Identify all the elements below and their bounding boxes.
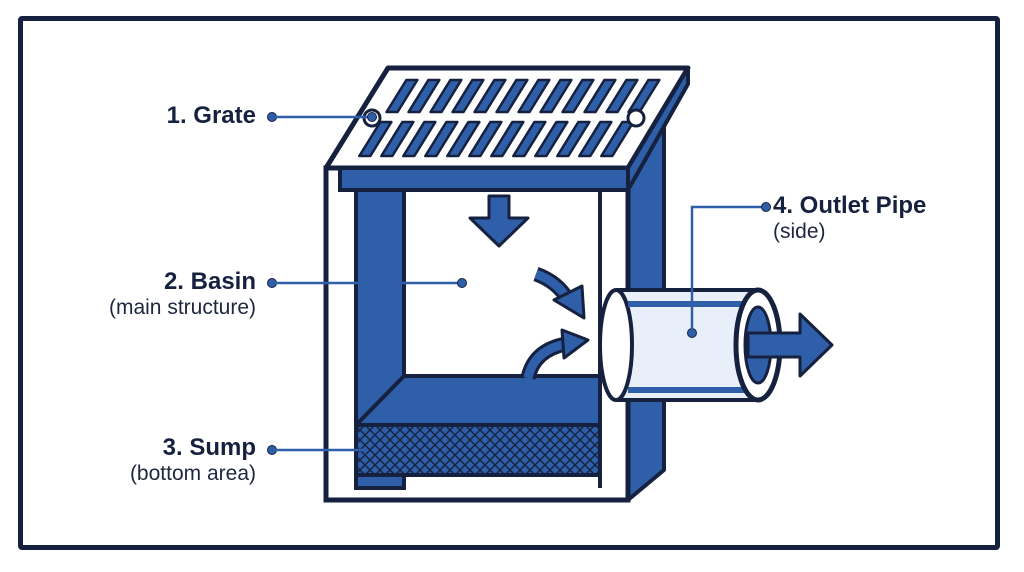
grate-slot xyxy=(451,78,485,114)
grate-slot xyxy=(385,78,419,114)
basin-subtitle: (main structure) xyxy=(108,295,256,319)
sump-area xyxy=(354,423,602,477)
basin-label: 2. Basin (main structure) xyxy=(109,268,256,320)
grate-slot xyxy=(402,120,437,158)
inflow-arrow-icon xyxy=(520,328,590,381)
basin-title: 2. Basin xyxy=(163,268,256,295)
grate-slot xyxy=(424,120,459,158)
grate-slot xyxy=(468,120,503,158)
grate-slot xyxy=(429,78,463,114)
sump-title: 3. Sump xyxy=(162,434,256,461)
grate-slot xyxy=(561,78,595,114)
leader-lines xyxy=(267,112,771,455)
sump-subtitle: (bottom area) xyxy=(129,461,256,485)
grate-slot xyxy=(380,120,415,158)
grate-slot xyxy=(517,78,551,114)
grate-slot xyxy=(534,120,569,158)
grate-slot xyxy=(490,120,525,158)
grate-slot xyxy=(539,78,573,114)
outlet-subtitle: (side) xyxy=(773,219,826,243)
down-arrow-icon xyxy=(468,194,530,248)
grate-slot xyxy=(556,120,591,158)
outlet-label: 4. Outlet Pipe (side) xyxy=(773,192,926,244)
grate-slot xyxy=(446,120,481,158)
grate-slot xyxy=(407,78,441,114)
inflow-arrow-icon xyxy=(533,266,586,320)
grate-label: 1. Grate xyxy=(167,102,256,130)
outflow-arrow-icon xyxy=(746,312,834,378)
grate-slot xyxy=(583,78,617,114)
grate-slot xyxy=(512,120,547,158)
outlet-pipe xyxy=(598,287,783,403)
sump-label: 3. Sump (bottom area) xyxy=(130,434,256,486)
grate-slot xyxy=(358,120,393,158)
outlet-title: 4. Outlet Pipe xyxy=(773,192,927,219)
grate-title: 1. Grate xyxy=(166,102,256,129)
grate-slot xyxy=(605,78,639,114)
grate-bars xyxy=(358,78,661,158)
grate-slot xyxy=(578,120,613,158)
grate-slot xyxy=(473,78,507,114)
grate-slot xyxy=(495,78,529,114)
grate-frame-front xyxy=(338,166,630,192)
